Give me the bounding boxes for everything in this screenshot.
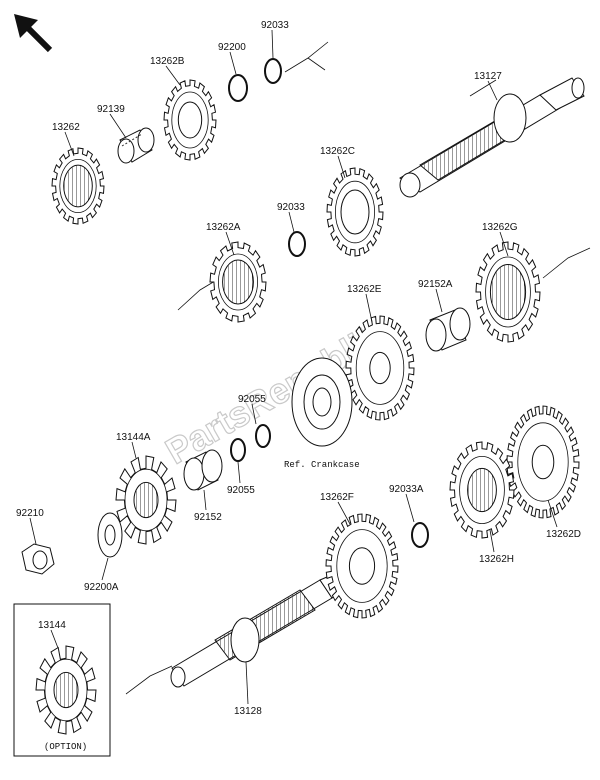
label-13262: 13262 (52, 122, 80, 133)
gear-13262A (209, 241, 267, 323)
label-13144: 13144 (38, 620, 66, 631)
nut-icon (21, 543, 55, 575)
axis-lines (125, 41, 591, 695)
shaft-13128 (170, 573, 339, 688)
label-92033-mid: 92033 (277, 202, 305, 213)
gear-bore (177, 101, 203, 139)
direction-arrow-icon (14, 14, 53, 53)
label-13262B: 13262B (150, 56, 185, 67)
label-92152A: 92152A (418, 279, 453, 290)
label-92055-top: 92055 (238, 394, 266, 405)
bearing-icon (117, 127, 471, 491)
gear-13262 (51, 147, 105, 225)
gear-13262C (326, 167, 384, 257)
label-13262H: 13262H (479, 554, 514, 565)
label-13262E: 13262E (347, 284, 382, 295)
gear-bore (348, 547, 376, 585)
label-leaders (29, 29, 558, 705)
gear-bore (53, 671, 79, 709)
label-92033-top: 92033 (261, 20, 289, 31)
gear-bore (369, 351, 391, 385)
label-92210: 92210 (16, 508, 44, 519)
label-13262C: 13262C (320, 146, 355, 157)
label-92152: 92152 (194, 512, 222, 523)
gear-bore (133, 481, 159, 519)
sprocket-13144A (115, 455, 177, 545)
label-92055-bot: 92055 (227, 485, 255, 496)
gear-13262G (475, 241, 541, 343)
gear-bore (489, 264, 527, 320)
label-ref-crankcase: Ref. Crankcase (284, 460, 360, 470)
label-92200: 92200 (218, 42, 246, 53)
label-92200A: 92200A (84, 582, 119, 593)
label-13262F: 13262F (320, 492, 354, 503)
gear-bore (531, 444, 555, 480)
label-13144A: 13144A (116, 432, 151, 443)
gear-bore (340, 189, 370, 235)
gear-13262B (163, 79, 217, 161)
label-option: (OPTION) (44, 742, 87, 752)
option-box (13, 603, 111, 757)
washer-icon (97, 512, 123, 558)
label-13262D: 13262D (546, 529, 581, 540)
gear-13262E (345, 315, 415, 421)
label-13128: 13128 (234, 706, 262, 717)
gear-bore (467, 467, 497, 513)
gear-13262H (449, 441, 515, 539)
gear-bore (222, 259, 254, 305)
gear-bore (63, 164, 93, 208)
label-13262A: 13262A (206, 222, 241, 233)
label-92139: 92139 (97, 104, 125, 115)
gear-13262F (325, 513, 399, 619)
label-13127: 13127 (474, 71, 502, 82)
circlip-icon (228, 58, 429, 548)
sprocket-13144 (35, 645, 97, 735)
gear-13262D (506, 405, 580, 519)
label-92033A: 92033A (389, 484, 424, 495)
label-13262G: 13262G (482, 222, 518, 233)
shaft-13127 (399, 77, 585, 198)
